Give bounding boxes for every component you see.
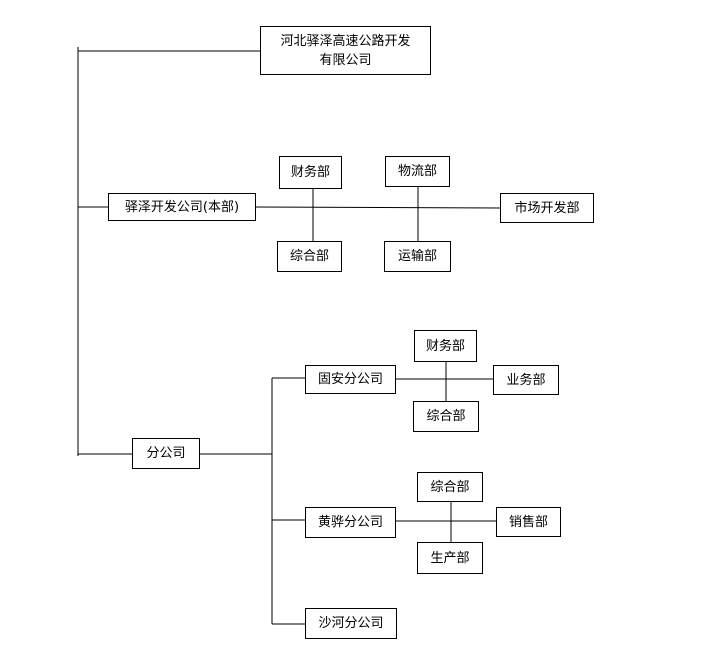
node-hq-market-label: 市场开发部 [514, 200, 580, 216]
node-huanghua-sales-label: 销售部 [508, 514, 548, 530]
node-hq-transport-label: 运输部 [397, 249, 437, 264]
node-guan-general-label: 综合部 [426, 409, 466, 424]
node-hq-general-label: 综合部 [289, 249, 329, 264]
node-hq-transport: 运输部 [384, 241, 451, 272]
node-root: 河北驿泽高速公路开发 有限公司 [260, 26, 431, 75]
node-guan-finance: 财务部 [414, 330, 477, 362]
node-hq: 驿泽开发公司(本部) [108, 193, 256, 221]
node-huanghua: 黄骅分公司 [305, 507, 396, 538]
node-hq-logistics-label: 物流部 [397, 164, 437, 179]
node-guan-finance-label: 财务部 [425, 338, 465, 354]
node-huanghua-general: 综合部 [417, 472, 483, 502]
node-root-label: 河北驿泽高速公路开发 有限公司 [280, 33, 411, 68]
node-branches-label: 分公司 [146, 446, 186, 461]
node-guan: 固安分公司 [305, 365, 396, 394]
node-huanghua-production: 生产部 [417, 542, 483, 574]
hq-main-line [255, 206, 501, 209]
node-guan-business: 业务部 [493, 365, 559, 395]
node-hq-label: 驿泽开发公司(本部) [124, 199, 240, 215]
node-shahe-label: 沙河分公司 [318, 616, 384, 631]
node-huanghua-general-label: 综合部 [430, 479, 470, 495]
node-shahe: 沙河分公司 [305, 608, 397, 639]
node-hq-finance: 财务部 [279, 156, 342, 189]
node-guan-general: 综合部 [413, 401, 479, 432]
node-branches: 分公司 [132, 438, 200, 469]
node-huanghua-sales: 销售部 [496, 507, 561, 537]
node-huanghua-label: 黄骅分公司 [317, 515, 383, 530]
node-hq-finance-label: 财务部 [290, 165, 330, 180]
node-guan-business-label: 业务部 [506, 372, 546, 388]
node-huanghua-production-label: 生产部 [430, 550, 470, 566]
node-hq-general: 综合部 [277, 241, 342, 272]
node-hq-logistics: 物流部 [385, 156, 450, 187]
node-hq-market: 市场开发部 [500, 193, 594, 223]
node-guan-label: 固安分公司 [317, 372, 383, 387]
